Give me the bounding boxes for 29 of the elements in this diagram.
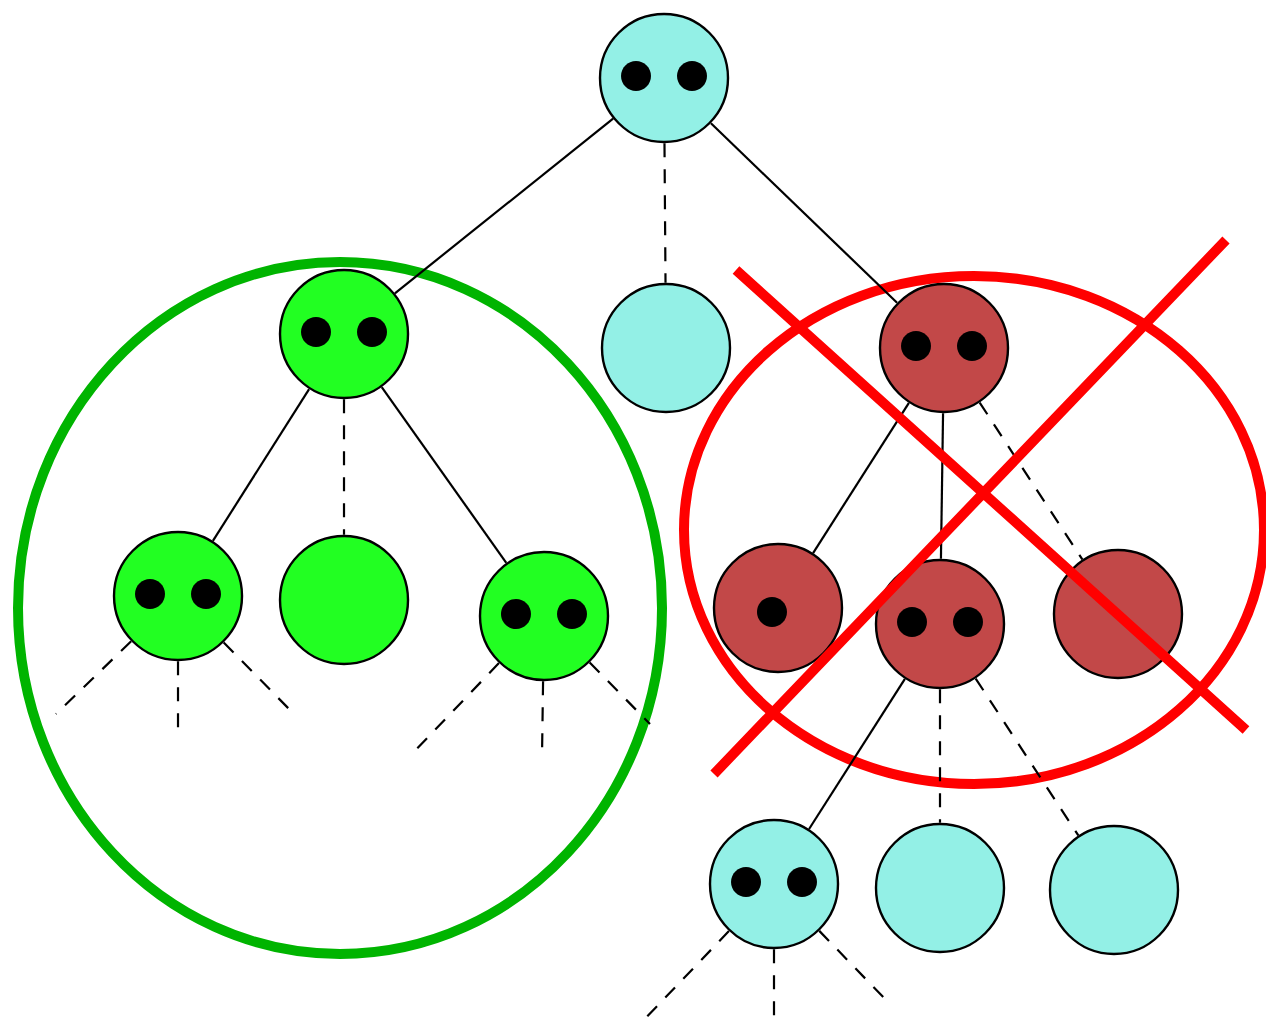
tree-edge (212, 388, 311, 542)
tree-edge (938, 689, 942, 823)
tree-node (1052, 548, 1184, 680)
tree-node (600, 282, 732, 414)
tree-edge (588, 661, 651, 725)
group-ellipse (13, 257, 667, 959)
tree-edge (808, 678, 906, 830)
tree-node (478, 550, 610, 682)
tree-node (112, 530, 244, 662)
tree-node (874, 822, 1006, 954)
tree-edge (812, 402, 910, 554)
tree-edge (978, 401, 1084, 561)
tree-edge (818, 930, 887, 1001)
tree-node (1048, 824, 1180, 956)
tree-edge (380, 386, 508, 564)
tree-node (598, 12, 730, 144)
tree-edge (663, 143, 667, 283)
tree-node (278, 534, 410, 666)
tree-node (708, 818, 840, 950)
tree-node (874, 558, 1006, 690)
tree-node (278, 268, 410, 400)
tree-edge (394, 117, 614, 295)
tree-edge (342, 399, 346, 535)
tree-edge (974, 677, 1080, 837)
tree-edge (222, 641, 291, 711)
tree-node (878, 282, 1010, 414)
tree-node (712, 542, 844, 674)
tree-edge (710, 122, 898, 304)
tree-edge (939, 413, 945, 559)
